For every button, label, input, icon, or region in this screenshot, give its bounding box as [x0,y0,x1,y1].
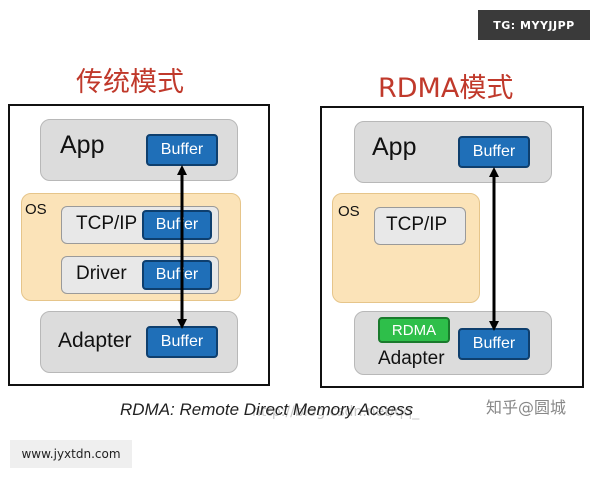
traditional-driver-label: Driver [76,263,127,284]
rdma-adapter-label: Adapter [378,348,445,369]
traditional-adapter-label: Adapter [58,329,132,352]
caption-text: RDMA: Remote Direct Memory Access [120,400,414,419]
traditional-os-label: OS [25,201,47,218]
rdma-app-buffer: Buffer [458,136,530,168]
traditional-app-label: App [60,131,105,159]
rdma-app-label: App [372,133,417,161]
rdma-engine-box: RDMA [378,317,450,343]
watermark-tag-top: TG: MYYJJPP [478,10,590,40]
traditional-title: 传统模式 [76,67,184,98]
zhihu-watermark: 知乎@圆城 [486,398,567,417]
traditional-adapter-buffer: Buffer [146,326,218,358]
watermark-tag-bottom: www.jyxtdn.com [10,440,132,468]
rdma-tcpip-label: TCP/IP [386,214,448,235]
traditional-tcpip-label: TCP/IP [76,213,138,234]
rdma-tcpip-box [374,207,466,245]
rdma-title: RDMA模式 [378,73,514,104]
rdma-os-label: OS [338,203,360,220]
faint-url-watermark: http://blog.csdn.net/qq_ [252,404,420,420]
